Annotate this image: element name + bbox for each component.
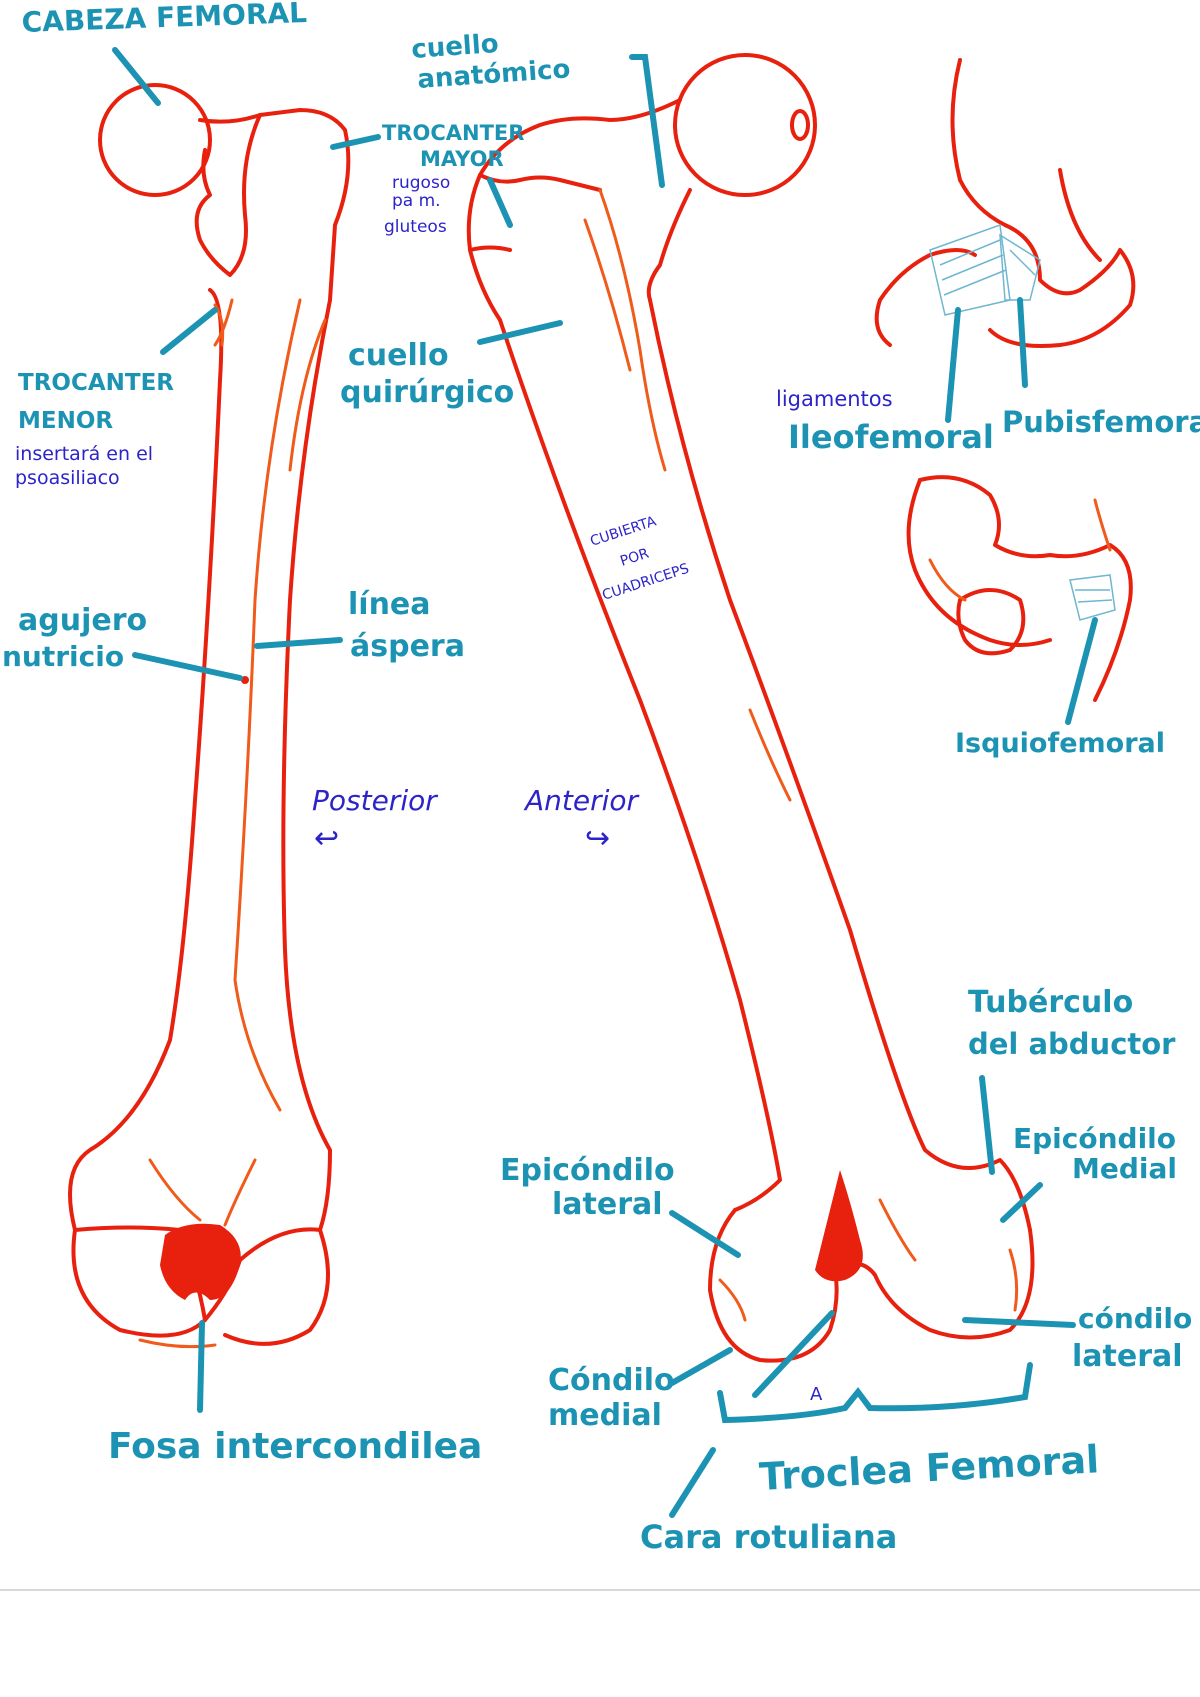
anterior-femur-neck-top (466, 98, 682, 322)
posterior-femur-shaft-right (281, 298, 332, 1232)
posterior-intercondylar-fossa (160, 1223, 241, 1300)
condilo-medial-trochlea-leader (752, 1310, 835, 1398)
epicondilo-medial-leader (1000, 1182, 1043, 1223)
posterior-linea-aspera (233, 298, 302, 1112)
label-trocanter-mayor-note-1: rugoso (392, 173, 450, 193)
pelvis-ilium-right (1058, 168, 1102, 262)
label-agujero-nutricio-1: agujero (18, 603, 147, 638)
label-isquiofemoral: Isquiofemoral (955, 728, 1165, 759)
tuberculo-leader (979, 1075, 995, 1175)
label-trocanter-mayor-note-3: gluteos (384, 217, 447, 237)
label-condilo-lateral-2: lateral (1072, 1339, 1183, 1374)
posterior-femur-greater-trochanter (194, 113, 262, 277)
anterior-femur-shaft-left (498, 318, 782, 1212)
label-trocanter-menor-note-1: insertará en el (15, 443, 153, 465)
label-cubierta-1: CUBIERTA (588, 513, 658, 549)
label-tuberculo-2: del abductor (968, 1027, 1176, 1061)
iliofemoral-ligament (929, 223, 1011, 316)
label-tuberculo-1: Tubérculo (968, 985, 1133, 1020)
label-cara-rotuliana: Cara rotuliana (640, 1518, 897, 1556)
label-condilo-medial-1: Cóndilo (548, 1363, 675, 1398)
cuello-quirurgico-leader (477, 320, 563, 345)
label-condilo-medial-2: medial (548, 1398, 662, 1433)
posterior-femoral-head (98, 83, 212, 197)
anterior-femur-shaft-right (648, 298, 1032, 1232)
leader-lines (112, 47, 1076, 1518)
label-ligamentos: ligamentos (776, 387, 893, 411)
label-cuello-quirurgico-1: cuello (348, 338, 449, 373)
label-cuello-anatomico-1: cuello (410, 29, 499, 65)
trocanter-mayor-leader (330, 134, 381, 150)
label-condilo-lateral-1: cóndilo (1078, 1302, 1192, 1335)
ischiofemoral-ligament (1069, 574, 1116, 621)
posterior-femur (68, 83, 351, 1349)
label-linea-aspera-1: línea (348, 587, 431, 622)
agujero-nutricio-leader (132, 652, 243, 681)
label-troclea-mark: A (810, 1384, 823, 1405)
label-trocanter-mayor-1: TROCANTER (382, 121, 524, 145)
label-cubierta-3: CUADRICEPS (600, 561, 691, 604)
text-labels: CABEZA FEMORAL cuello anatómico TROCANTE… (2, 0, 1200, 1556)
label-epicondilo-medial-1: Epicóndilo (1013, 1122, 1176, 1155)
anterior-medial-condyle (833, 1228, 1035, 1340)
pelvis-outline-anterior (950, 58, 1136, 348)
label-fosa-intercondilea: Fosa intercondilea (108, 1426, 482, 1467)
label-pubisfemoral: Pubisfemoral (1002, 405, 1200, 439)
label-posterior-arrow: ↩ (314, 821, 339, 856)
label-troclea-femoral: Troclea Femoral (758, 1437, 1100, 1499)
posterior-condyle-shade (138, 1158, 257, 1349)
label-epicondilo-lateral-1: Epicóndilo (500, 1153, 675, 1188)
anterior-shaft-shade (748, 708, 792, 802)
pelvis-femur-top (874, 248, 977, 347)
pubisfemoral-leader (1017, 297, 1028, 388)
pelvis-obturator (956, 588, 1026, 656)
cuello-anatomico-leader (629, 54, 665, 188)
posterior-pelvis-shade (928, 498, 1112, 602)
anterior-condyle-shade (718, 1198, 1019, 1322)
fosa-intercondilea-leader (197, 1320, 205, 1413)
cabeza-femoral-leader (112, 47, 161, 106)
hip-ligaments-posterior (906, 475, 1133, 725)
condilo-medial-leader (669, 1347, 733, 1386)
label-anterior-arrow: ↪ (585, 821, 610, 856)
trocanter-menor-leader (160, 307, 218, 355)
label-cubierta-2: POR (618, 545, 651, 569)
anterior-lateral-condyle (708, 1208, 839, 1363)
pubofemoral-ligament (999, 233, 1041, 301)
label-posterior: Posterior (312, 784, 438, 817)
anterior-intertrochanteric-shade (583, 188, 667, 472)
posterior-femur-shaft-shade (213, 298, 327, 472)
label-epicondilo-medial-2: Medial (1072, 1152, 1177, 1185)
label-trocanter-menor-2: MENOR (18, 408, 113, 434)
anterior-neck-underside (646, 188, 692, 302)
isquiofemoral-leader (1065, 617, 1098, 725)
label-anterior: Anterior (523, 784, 640, 817)
posterior-femur-neck (198, 108, 351, 302)
label-epicondilo-lateral-2: lateral (552, 1187, 663, 1222)
label-trocanter-mayor-2: MAYOR (420, 147, 504, 171)
label-linea-aspera-2: áspera (350, 629, 465, 664)
condilo-lateral-leader (962, 1317, 1076, 1328)
troclea-femoral-brace (717, 1362, 1033, 1424)
label-agujero-nutricio-2: nutricio (2, 640, 124, 673)
anterior-femoral-head (673, 53, 817, 197)
label-trocanter-mayor-note-2: pa m. (392, 191, 441, 211)
label-trocanter-menor-1: TROCANTER (18, 370, 174, 396)
trocanter-mayor-note-leader (487, 177, 513, 228)
ileofemoral-leader (945, 307, 961, 423)
posterior-femur-shaft-left (68, 288, 224, 1232)
label-trocanter-menor-note-2: psoasiliaco (15, 467, 120, 489)
label-ileofemoral: Ileofemoral (788, 418, 994, 456)
anterior-patellar-surface (815, 1170, 863, 1282)
label-cuello-quirurgico-2: quirúrgico (340, 375, 514, 410)
label-cabeza-femoral: CABEZA FEMORAL (21, 0, 308, 39)
anterior-fovea (790, 109, 810, 141)
linea-aspera-leader (254, 637, 343, 649)
hip-ligaments-anterior (874, 58, 1136, 423)
cara-rotuliana-leader (669, 1447, 716, 1518)
epicondilo-lateral-leader (669, 1210, 741, 1258)
